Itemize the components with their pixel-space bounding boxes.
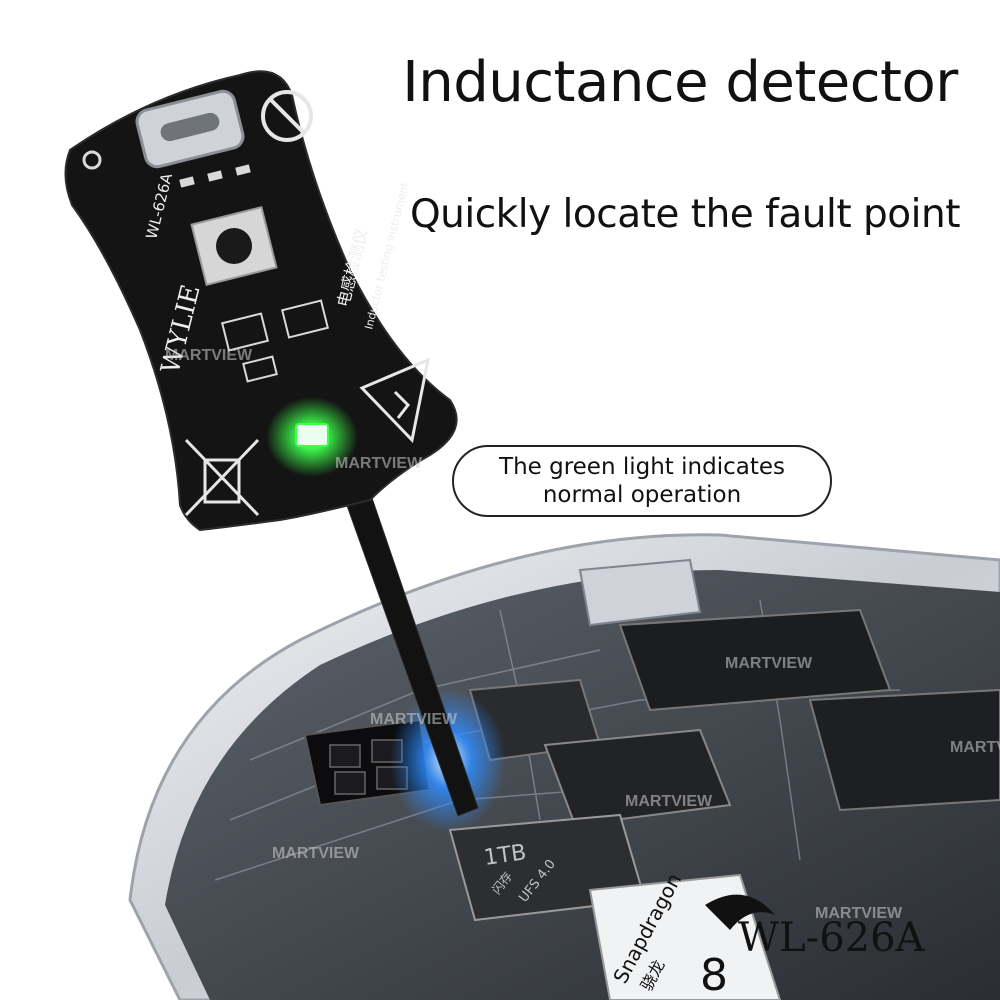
soc-gen-label: 8: [700, 950, 728, 1000]
callout-bubble: The green light indicates normal operati…: [452, 445, 832, 517]
esd-warning-icon: [359, 357, 431, 444]
usb-c-opening: [160, 112, 220, 142]
watermarks: MARTVIEW MARTVIEW MARTVIEW MARTVIEW MART…: [165, 347, 1000, 922]
watermark-5: MARTVIEW: [625, 793, 713, 810]
tester-device: WYLIE WL-626A 电感检测仪 Inductor testing ins…: [64, 70, 479, 817]
smd-components: [179, 164, 330, 383]
memory-size-label: 1TB: [482, 840, 528, 871]
push-button: [190, 205, 278, 287]
phone: 1TB 闪存 UFS 4.0 Snapdragon 骁龙 8: [128, 533, 1000, 1000]
watermark-6: MARTVIEW: [272, 845, 360, 862]
led-indicator: [266, 397, 358, 477]
chip-right: [808, 688, 1000, 812]
watermark-8: MARTVIEW: [950, 739, 1000, 756]
subline: Quickly locate the fault point: [409, 192, 961, 237]
recycle-bin-crossed-icon: [184, 438, 260, 517]
watermark-1: MARTVIEW: [165, 347, 253, 364]
watermark-3: MARTVIEW: [725, 655, 813, 672]
chip-large: [618, 608, 892, 712]
watermark-4: MARTVIEW: [370, 711, 458, 728]
watermark-2: MARTVIEW: [335, 455, 423, 472]
watermark-7: MARTVIEW: [815, 905, 903, 922]
shield-can-top: [578, 558, 702, 627]
callout-text: The green light indicates normal operati…: [499, 454, 785, 508]
model-tag: WL-626A: [738, 915, 925, 961]
no-phone-icon: [261, 90, 313, 142]
chip-square: [543, 728, 732, 827]
snapdragon-logo-icon: [705, 894, 775, 930]
mount-hole-icon: [82, 150, 102, 170]
headline: Inductance detector: [402, 50, 958, 115]
